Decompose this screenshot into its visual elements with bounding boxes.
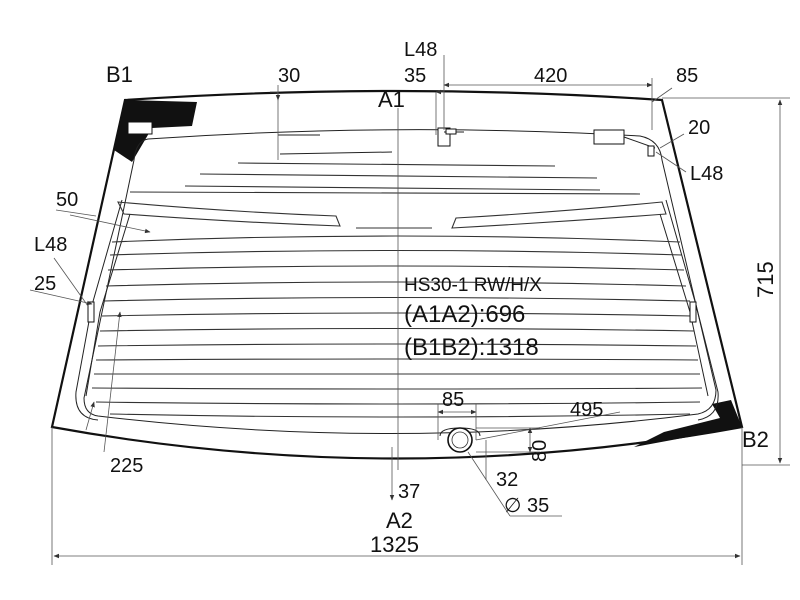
label-b2: B2 [742, 427, 769, 452]
connector-top-left [127, 121, 153, 135]
dim-notch-diameter: ∅ 35 [504, 495, 549, 517]
heater-band-upper-right [451, 201, 667, 229]
connector-top-right [593, 129, 656, 157]
inner-print-outline [83, 129, 717, 435]
label-b1: B1 [106, 62, 133, 87]
dim-top-l48: L48 [404, 39, 437, 61]
heater-lines-upper [129, 162, 641, 195]
antenna-line-2 [279, 151, 393, 155]
terminal-right [689, 301, 697, 323]
glass-outline [50, 89, 744, 460]
ceramic-band-bottom-right [634, 400, 742, 447]
heater-frame-right [665, 199, 719, 421]
dim-top-30: 30 [278, 65, 300, 87]
heater-lines-main [91, 235, 703, 418]
dim-top-35: 35 [404, 65, 426, 87]
mounting-hole-inner [451, 431, 469, 449]
ceramic-band-top-left [114, 100, 197, 162]
dim-notch-80: 80 [529, 440, 551, 462]
dim-left-25: 25 [34, 273, 56, 295]
dim-top-420: 420 [534, 65, 567, 87]
heater-frame-left-inner [85, 213, 131, 397]
dim-top-85: 85 [676, 65, 698, 87]
dim-notch-495: 495 [570, 399, 603, 421]
dim-height: 715 [753, 261, 778, 298]
dim-left-225: 225 [110, 455, 143, 477]
part-a1a2: (A1A2):696 [404, 301, 525, 328]
terminal-left [87, 301, 95, 323]
dim-right-20: 20 [688, 117, 710, 139]
dim-right-l48: L48 [690, 163, 723, 185]
heater-band-upper-left [117, 201, 341, 227]
dim-left-50: 50 [56, 189, 78, 211]
dim-notch-85: 85 [442, 389, 464, 411]
part-code: HS30-1 RW/H/X [404, 275, 542, 296]
dim-left-l48: L48 [34, 234, 67, 256]
dim-notch-32: 32 [496, 469, 518, 491]
connector-top-center [437, 127, 464, 147]
label-a1: A1 [378, 87, 405, 112]
dim-overall-width: 1325 [370, 532, 419, 557]
dim-bottom-37: 37 [398, 481, 420, 503]
label-a2: A2 [386, 508, 413, 533]
part-b1b2: (B1B2):1318 [404, 334, 539, 361]
heater-frame-left [75, 199, 123, 421]
